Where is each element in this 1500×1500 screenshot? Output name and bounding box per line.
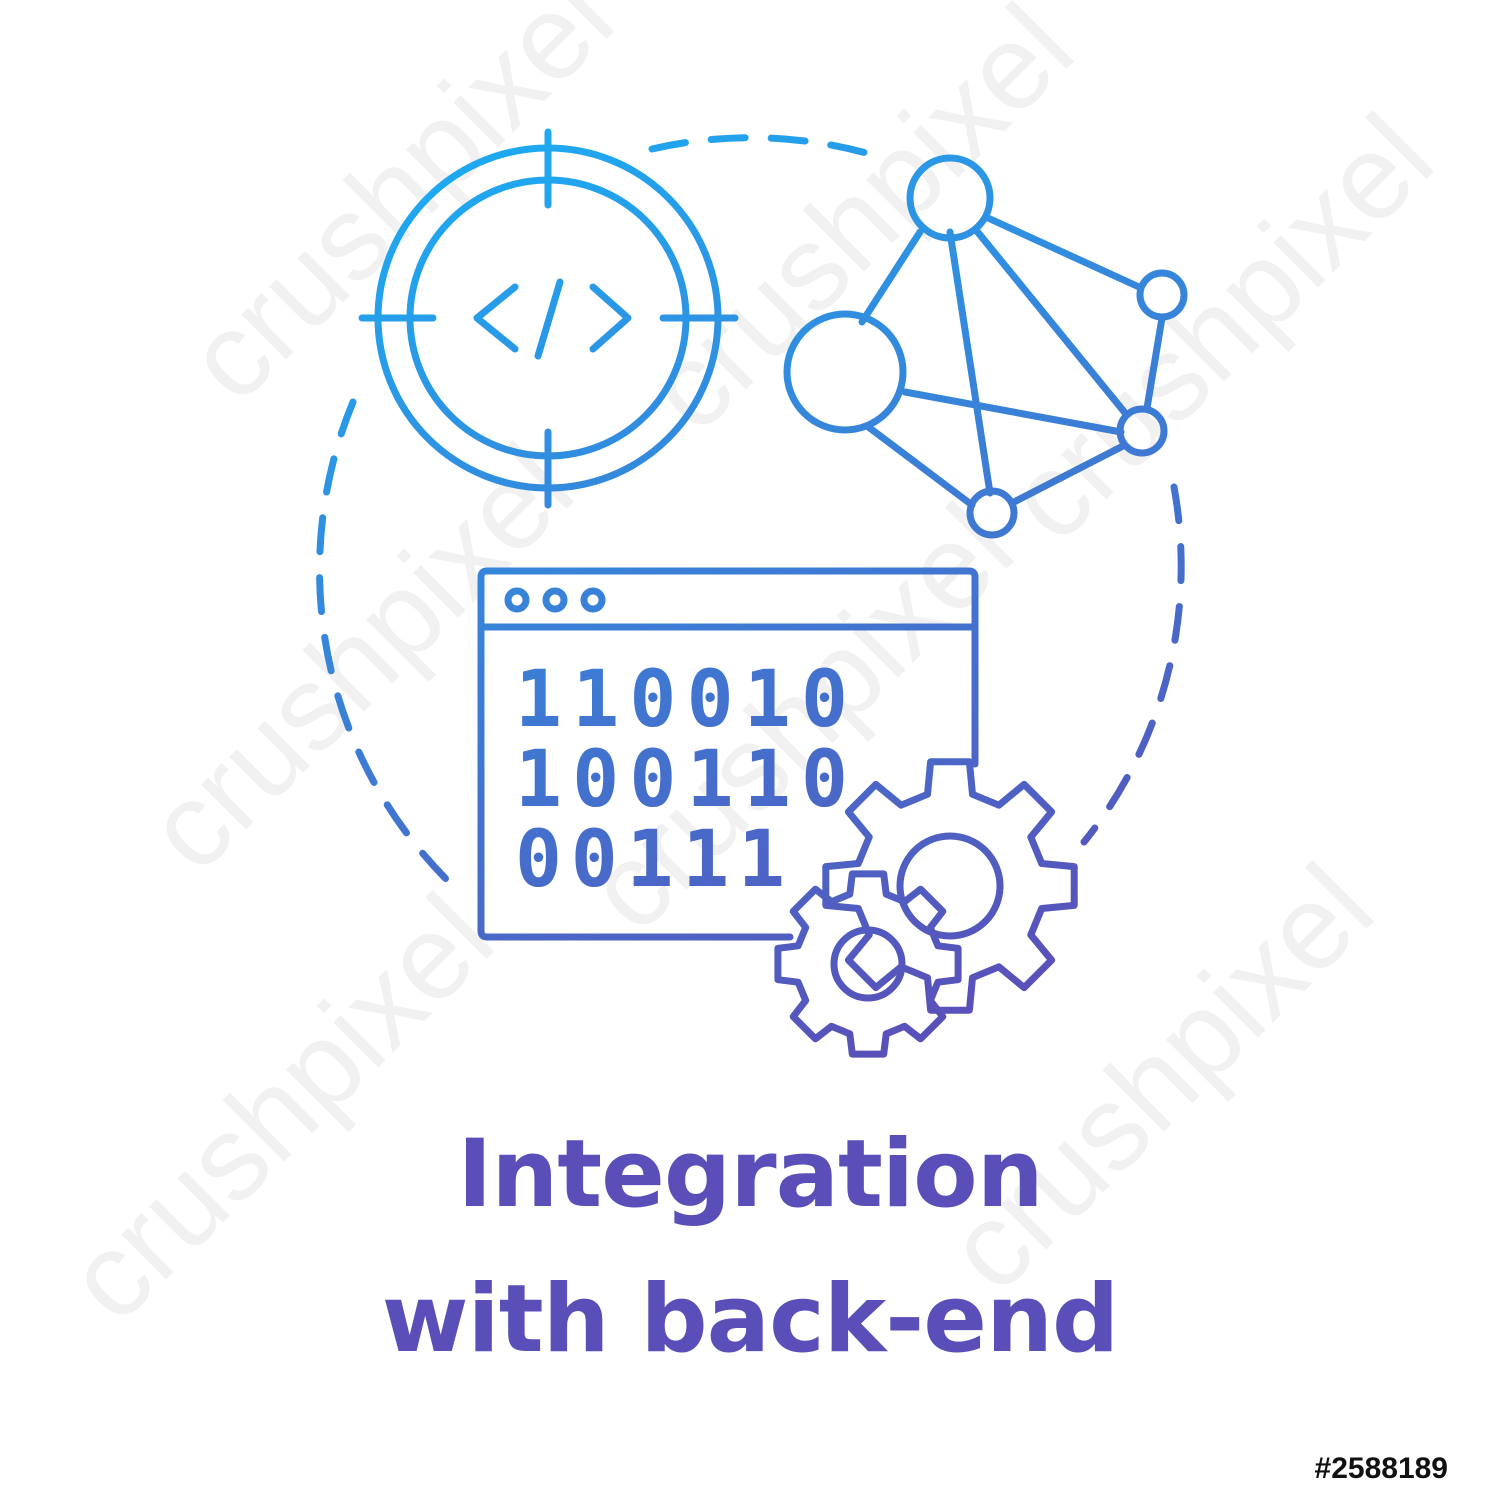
network-nodes-icon [783, 154, 1188, 539]
browser-window-icon [477, 567, 979, 941]
dashed-circle [316, 134, 1185, 886]
code-target-icon [358, 128, 739, 509]
binary-code: 110010 100110 00111 [515, 655, 848, 905]
gears-icon [774, 758, 1078, 1058]
title-line-2: with back-end [381, 1265, 1120, 1374]
binary-row: 00111 [515, 815, 785, 905]
stock-id: #2588189 [1314, 1452, 1448, 1485]
title-line-1: Integration [457, 1120, 1043, 1229]
binary-row: 110010 [515, 655, 848, 745]
binary-row: 100110 [515, 735, 848, 825]
